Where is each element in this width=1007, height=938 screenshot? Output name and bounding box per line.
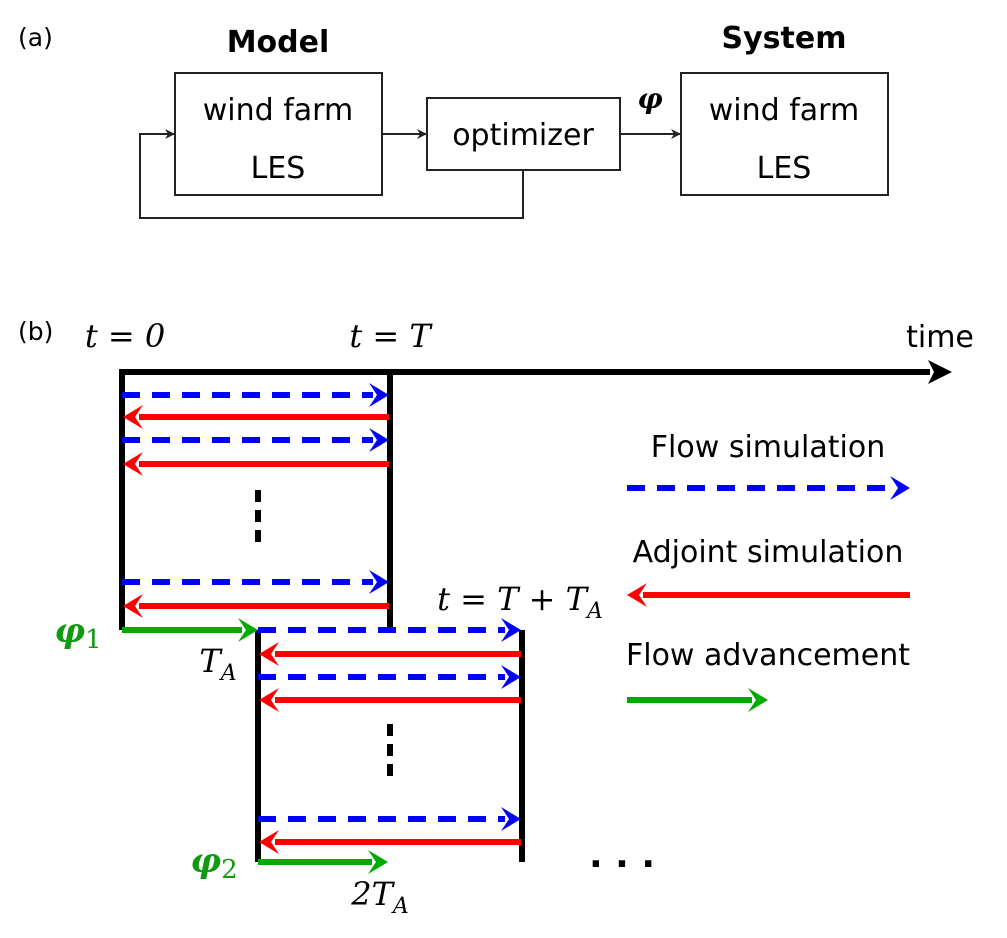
w2-flow-arrow-1-arrowhead xyxy=(501,618,521,642)
w1-flow-arrow-n xyxy=(122,570,389,594)
legend-adjoint-simulation-label: Adjoint simulation xyxy=(633,535,904,570)
w2-adjoint-arrow-n-arrowhead xyxy=(259,830,279,854)
model-title: Model xyxy=(227,25,330,60)
panel-b: (b) t = 0 t = T time t = T + TA TA 2TA φ… xyxy=(18,317,974,919)
TA-label: TA xyxy=(199,642,236,686)
w1-adjoint-arrow-1-arrowhead xyxy=(123,405,143,429)
w2-flow-arrow-n xyxy=(258,807,521,831)
w1-flow-arrow-n-arrowhead xyxy=(369,570,389,594)
phi1-label: φ1 xyxy=(54,611,101,655)
w2-flow-arrow-2 xyxy=(258,665,521,689)
phi1-main: φ xyxy=(54,611,85,651)
model-box-frame xyxy=(174,72,383,196)
w2-adjoint-arrow-n xyxy=(259,830,521,854)
TA-main: T xyxy=(199,642,223,680)
system-title: System xyxy=(722,21,847,56)
w1-adjoint-arrow-n-arrowhead xyxy=(123,594,143,618)
system-box-frame xyxy=(680,72,889,196)
legend-flow-advancement-label: Flow advancement xyxy=(626,638,910,673)
legend: Flow simulation Adjoint simulation Flow … xyxy=(626,430,910,673)
time-axis-arrowhead xyxy=(928,360,952,384)
phi2-main: φ xyxy=(190,841,221,881)
w2-flow-arrow-n-arrowhead xyxy=(501,807,521,831)
w1-adjoint-arrow-2 xyxy=(123,452,389,476)
w2-flow-arrow-1 xyxy=(258,618,521,642)
legend-flow-advancement-arrow xyxy=(627,688,768,712)
w1-advancement-arrow-arrowhead xyxy=(238,618,258,642)
2TA-sub: A xyxy=(391,894,409,919)
w1-advancement-arrow xyxy=(122,618,258,642)
phi2-sub: 2 xyxy=(221,855,238,885)
t-T-plus-TA-main: t = T + T xyxy=(437,580,590,618)
w1-flow-arrow-2 xyxy=(122,428,389,452)
w2-adjoint-arrow-2 xyxy=(259,688,521,712)
panel-a: (a) Model System wind farm LES optimizer… xyxy=(18,21,889,219)
time-axis xyxy=(122,360,952,384)
w1-adjoint-arrow-2-arrowhead xyxy=(123,452,143,476)
system-box-line1: wind farm xyxy=(709,93,859,128)
model-box-line2: LES xyxy=(251,151,306,186)
legend-flow-advancement-arrow-arrowhead xyxy=(748,688,768,712)
system-wind-farm-les-box: wind farm LES xyxy=(680,72,889,196)
legend-adjoint-simulation-arrow-arrowhead xyxy=(627,583,647,607)
optimizer-box-frame xyxy=(426,97,621,171)
tT-label: t = T xyxy=(349,317,433,355)
legend-flow-simulation-arrow xyxy=(627,476,910,500)
w2-advancement-arrow-arrowhead xyxy=(368,850,388,874)
system-box-line2: LES xyxy=(757,151,812,186)
2TA-label: 2TA xyxy=(350,875,409,919)
model-box-line1: wind farm xyxy=(203,93,353,128)
model-wind-farm-les-box: wind farm LES xyxy=(174,72,383,196)
w1-flow-arrow-1-arrowhead xyxy=(369,383,389,407)
panel-a-label: (a) xyxy=(18,23,53,52)
legend-adjoint-simulation-arrow xyxy=(627,583,910,607)
time-axis-label: time xyxy=(906,320,974,355)
simulation-arrows xyxy=(122,383,910,874)
control-symbol-phi: φ xyxy=(637,82,663,115)
w2-adjoint-arrow-1 xyxy=(259,642,521,666)
w1-adjoint-arrow-n xyxy=(123,594,389,618)
continuation-ellipsis: · · · xyxy=(589,844,655,885)
legend-flow-simulation-label: Flow simulation xyxy=(651,430,885,465)
legend-flow-simulation-arrow-arrowhead xyxy=(890,476,910,500)
w1-flow-arrow-1 xyxy=(122,383,389,407)
w2-adjoint-arrow-1-arrowhead xyxy=(259,642,279,666)
TA-sub: A xyxy=(219,661,237,686)
optimizer-label: optimizer xyxy=(452,118,594,153)
w1-flow-arrow-2-arrowhead xyxy=(369,428,389,452)
optimizer-box: optimizer xyxy=(426,97,621,171)
t-T-plus-TA-sub: A xyxy=(585,599,603,624)
2TA-main: 2T xyxy=(350,875,395,913)
panel-b-label: (b) xyxy=(18,317,53,346)
w2-advancement-arrow xyxy=(258,850,388,874)
w2-adjoint-arrow-2-arrowhead xyxy=(259,688,279,712)
w2-flow-arrow-2-arrowhead xyxy=(501,665,521,689)
w1-adjoint-arrow-1 xyxy=(123,405,389,429)
phi2-label: φ2 xyxy=(190,841,237,885)
t0-label: t = 0 xyxy=(85,317,165,355)
t-T-plus-TA-label: t = T + TA xyxy=(437,580,603,624)
feedback-loop-arrow xyxy=(139,129,524,219)
phi1-sub: 1 xyxy=(85,625,102,655)
